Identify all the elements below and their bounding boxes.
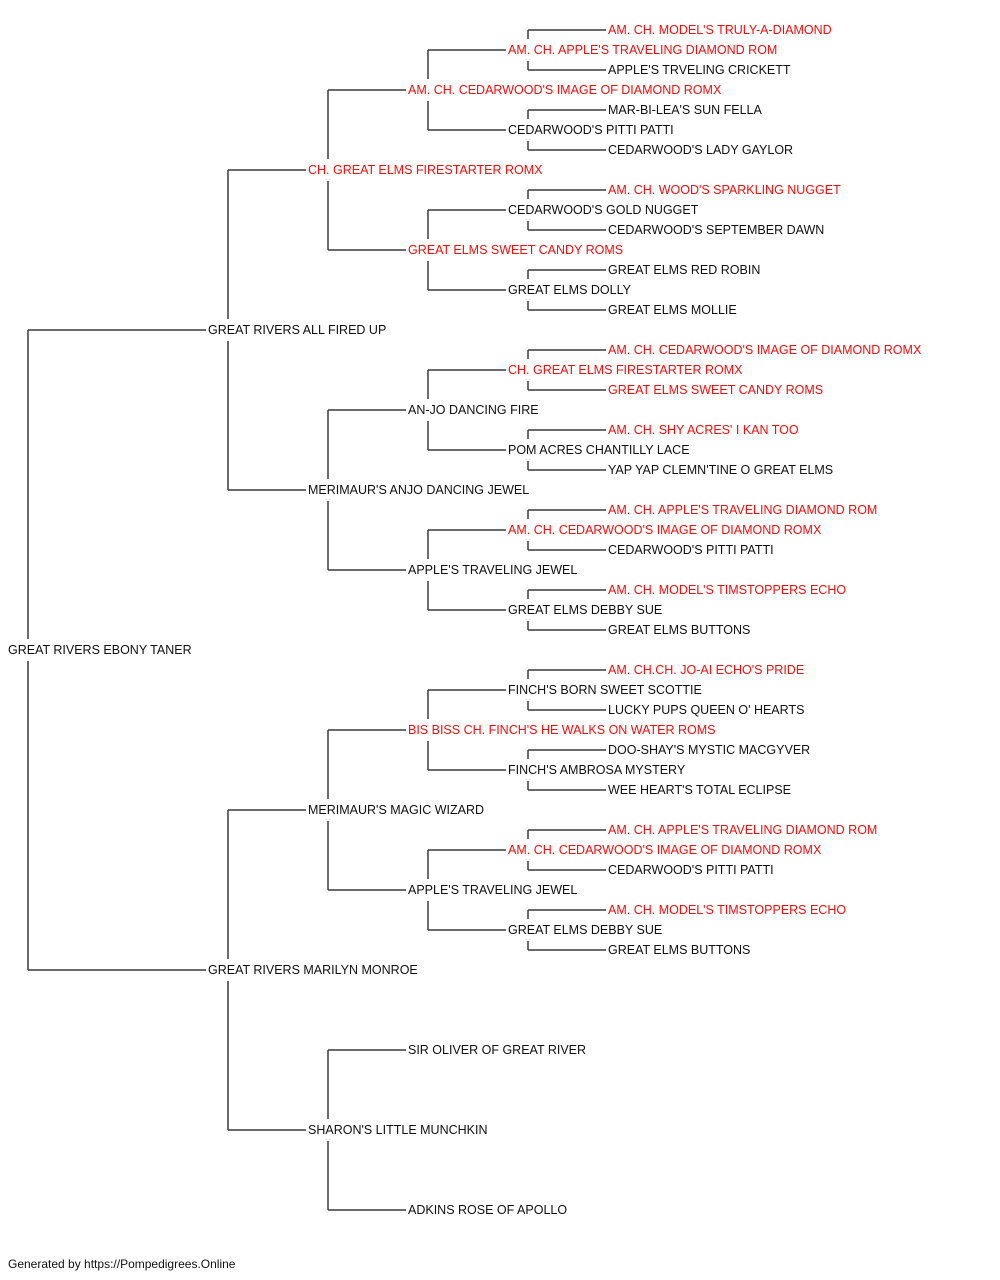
footer-credit: Generated by https://Pompedigrees.Online: [8, 1257, 236, 1271]
dog-name-pedigree-sire-dam-dam-sire-sire: AM. CH. APPLE'S TRAVELING DIAMOND ROM: [608, 503, 877, 517]
dog-name-pedigree-sire-sire-dam: GREAT ELMS SWEET CANDY ROMS: [408, 243, 623, 257]
dog-name-pedigree-dam-sire-sire-dam-sire: DOO-SHAY'S MYSTIC MACGYVER: [608, 743, 810, 757]
dog-name-pedigree-dam-sire: MERIMAUR'S MAGIC WIZARD: [308, 803, 484, 817]
dog-name-pedigree-sire-sire-dam-dam-sire: GREAT ELMS RED ROBIN: [608, 263, 760, 277]
dog-name-pedigree-dam-sire-sire-sire: FINCH'S BORN SWEET SCOTTIE: [508, 683, 702, 697]
dog-name-pedigree-dam-sire-dam-dam: GREAT ELMS DEBBY SUE: [508, 923, 662, 937]
dog-name-pedigree-sire-sire-sire-sire-dam: APPLE'S TRVELING CRICKETT: [608, 63, 791, 77]
dog-name-pedigree-sire-dam-sire-dam: POM ACRES CHANTILLY LACE: [508, 443, 690, 457]
dog-name-pedigree-dam-sire-sire: BIS BISS CH. FINCH'S HE WALKS ON WATER R…: [408, 723, 716, 737]
dog-name-pedigree-sire-dam-dam-sire-dam: CEDARWOOD'S PITTI PATTI: [608, 543, 774, 557]
dog-name-pedigree-dam-sire-sire-sire-dam: LUCKY PUPS QUEEN O' HEARTS: [608, 703, 804, 717]
dog-name-pedigree-dam-sire-dam-sire-dam: CEDARWOOD'S PITTI PATTI: [608, 863, 774, 877]
dog-name-pedigree-sire-sire-sire-sire-sire: AM. CH. MODEL'S TRULY-A-DIAMOND: [608, 23, 832, 37]
dog-name-pedigree-sire-sire-dam-dam-dam: GREAT ELMS MOLLIE: [608, 303, 737, 317]
dog-name-pedigree-dam-sire-dam-dam-dam: GREAT ELMS BUTTONS: [608, 943, 750, 957]
dog-name-pedigree-dam-sire-dam: APPLE'S TRAVELING JEWEL: [408, 883, 577, 897]
dog-name-pedigree-sire-sire-sire-dam-sire: MAR-BI-LEA'S SUN FELLA: [608, 103, 762, 117]
dog-name-pedigree-sire-dam-dam: APPLE'S TRAVELING JEWEL: [408, 563, 577, 577]
dog-name-pedigree-dam-dam-sire: SIR OLIVER OF GREAT RIVER: [408, 1043, 586, 1057]
dog-name-pedigree-sire-sire: CH. GREAT ELMS FIRESTARTER ROMX: [308, 163, 543, 177]
dog-name-pedigree-sire-sire-dam-sire: CEDARWOOD'S GOLD NUGGET: [508, 203, 699, 217]
dog-name-pedigree-dam: GREAT RIVERS MARILYN MONROE: [208, 963, 418, 977]
dog-name-pedigree-dam-sire-dam-sire-sire: AM. CH. APPLE'S TRAVELING DIAMOND ROM: [608, 823, 877, 837]
dog-name-pedigree-dam-sire-dam-dam-sire: AM. CH. MODEL'S TIMSTOPPERS ECHO: [608, 903, 846, 917]
dog-name-pedigree-sire-dam-sire-dam-sire: AM. CH. SHY ACRES' I KAN TOO: [608, 423, 799, 437]
dog-name-pedigree-sire-dam-dam-dam: GREAT ELMS DEBBY SUE: [508, 603, 662, 617]
dog-name-pedigree-sire-sire-dam-dam: GREAT ELMS DOLLY: [508, 283, 632, 297]
dog-name-pedigree: GREAT RIVERS EBONY TANER: [8, 643, 192, 657]
dog-name-pedigree-sire-sire-sire-dam-dam: CEDARWOOD'S LADY GAYLOR: [608, 143, 793, 157]
dog-name-pedigree-sire-dam: MERIMAUR'S ANJO DANCING JEWEL: [308, 483, 529, 497]
dog-name-pedigree-dam-dam-dam: ADKINS ROSE OF APOLLO: [408, 1203, 567, 1217]
dog-name-pedigree-sire-dam-dam-dam-sire: AM. CH. MODEL'S TIMSTOPPERS ECHO: [608, 583, 846, 597]
dog-name-pedigree-dam-sire-sire-sire-sire: AM. CH.CH. JO-AI ECHO'S PRIDE: [608, 663, 804, 677]
dog-name-pedigree-sire-sire-dam-sire-sire: AM. CH. WOOD'S SPARKLING NUGGET: [608, 183, 841, 197]
dog-name-pedigree-sire-dam-dam-dam-dam: GREAT ELMS BUTTONS: [608, 623, 750, 637]
pedigree-labels: GREAT RIVERS EBONY TANER GREAT RIVERS ALL…: [8, 23, 922, 1217]
dog-name-pedigree-sire-dam-sire-sire: CH. GREAT ELMS FIRESTARTER ROMX: [508, 363, 743, 377]
dog-name-pedigree-dam-dam: SHARON'S LITTLE MUNCHKIN: [308, 1123, 488, 1137]
dog-name-pedigree-sire-sire-sire-sire: AM. CH. APPLE'S TRAVELING DIAMOND ROM: [508, 43, 777, 57]
dog-name-pedigree-dam-sire-sire-dam-dam: WEE HEART'S TOTAL ECLIPSE: [608, 783, 791, 797]
dog-name-pedigree-sire-dam-sire: AN-JO DANCING FIRE: [408, 403, 539, 417]
dog-name-pedigree-sire-sire-sire: AM. CH. CEDARWOOD'S IMAGE OF DIAMOND ROM…: [408, 83, 722, 97]
dog-name-pedigree-sire-dam-dam-sire: AM. CH. CEDARWOOD'S IMAGE OF DIAMOND ROM…: [508, 523, 822, 537]
dog-name-pedigree-sire: GREAT RIVERS ALL FIRED UP: [208, 323, 386, 337]
dog-name-pedigree-sire-sire-dam-sire-dam: CEDARWOOD'S SEPTEMBER DAWN: [608, 223, 824, 237]
dog-name-pedigree-sire-sire-sire-dam: CEDARWOOD'S PITTI PATTI: [508, 123, 674, 137]
dog-name-pedigree-dam-sire-sire-dam: FINCH'S AMBROSA MYSTERY: [508, 763, 686, 777]
pedigree-connectors: [27, 29, 606, 1211]
dog-name-pedigree-sire-dam-sire-sire-sire: AM. CH. CEDARWOOD'S IMAGE OF DIAMOND ROM…: [608, 343, 922, 357]
dog-name-pedigree-sire-dam-sire-dam-dam: YAP YAP CLEMN'TINE O GREAT ELMS: [608, 463, 833, 477]
dog-name-pedigree-sire-dam-sire-sire-dam: GREAT ELMS SWEET CANDY ROMS: [608, 383, 823, 397]
dog-name-pedigree-dam-sire-dam-sire: AM. CH. CEDARWOOD'S IMAGE OF DIAMOND ROM…: [508, 843, 822, 857]
